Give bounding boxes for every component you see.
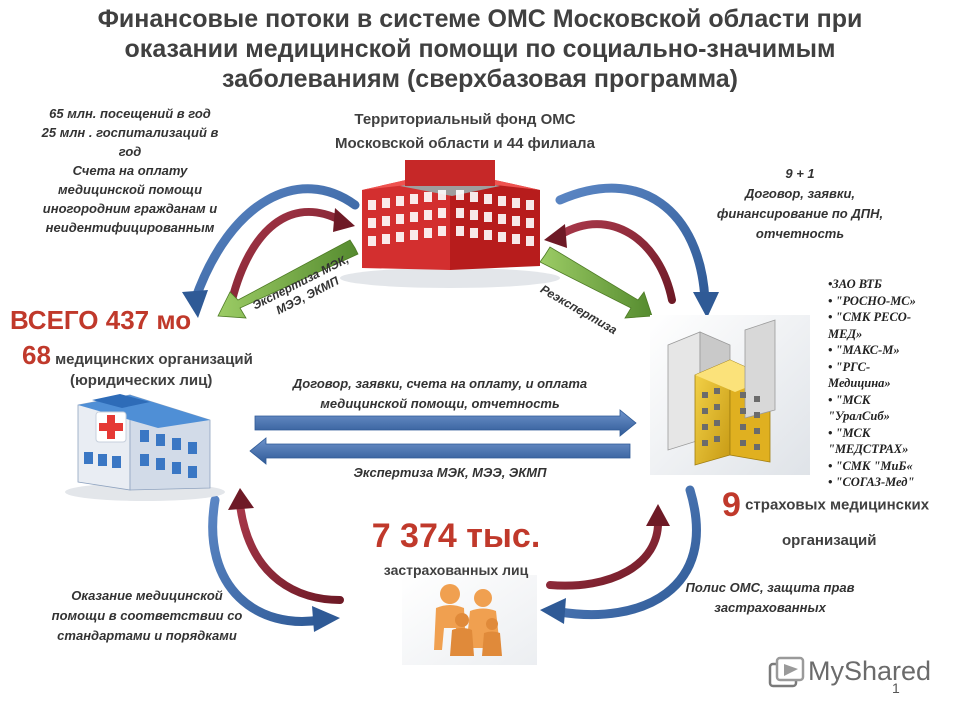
insurer-item: МЕД» xyxy=(828,326,863,341)
insurer-item: Медицина» xyxy=(828,376,891,390)
insurer-buildings-icon xyxy=(650,315,810,475)
insurance-orgs-count: 9 xyxy=(722,486,741,524)
tl-note-line-1: 65 млн. посещений в год xyxy=(49,106,211,121)
insurer-item: • "СОГАЗ-Мед" xyxy=(828,475,915,489)
arrowhead-fund-red xyxy=(333,208,355,232)
mo-count-label: медицинских организаций xyxy=(50,351,253,368)
tr-note-line-2: Договор, заявки, xyxy=(744,186,856,201)
insurer-item: • "РОСНО-МС» xyxy=(828,293,916,308)
br-note-line-1: Полис ОМС, защита прав xyxy=(685,580,855,595)
watermark: MyShared xyxy=(808,656,932,686)
bottom-right-note: Полис ОМС, защита прав застрахованных xyxy=(660,578,880,618)
tl-note-line-3: год xyxy=(118,144,142,159)
mo-count: 68 медицинских организаций xyxy=(22,340,297,375)
insurance-orgs: 9 страховых медицинских xyxy=(722,486,958,525)
insurer-item: • "СМК "МиБ« xyxy=(828,458,913,473)
tl-note-line-7: неидентифицированным xyxy=(45,220,215,235)
tl-note-line-5: медицинской помощи xyxy=(57,182,203,197)
title-line-3: заболеваниям (сверхбазовая программа) xyxy=(222,65,738,93)
title-line-1: Финансовые потоки в системе ОМС Московск… xyxy=(97,5,863,33)
arrow-fund-to-mo-blue xyxy=(190,184,360,305)
arrowhead-insurers-red xyxy=(646,504,670,526)
hospital-icon xyxy=(65,394,225,501)
insured-count: 7 374 тыс. xyxy=(371,517,541,555)
arrow-reexpertise-green xyxy=(539,246,653,319)
insurance-orgs-label-1: страховых медицинских xyxy=(740,496,930,514)
top-right-note: 9 + 1 Договор, заявки, финансирование по… xyxy=(690,164,910,244)
mo-legal: (юридических лиц) xyxy=(70,372,213,389)
arrowhead-fund-red-2 xyxy=(544,224,567,248)
arrow-fund-to-insurers-blue xyxy=(555,183,710,305)
arrow-people-to-insurers-red xyxy=(546,516,663,590)
family-icon xyxy=(402,575,537,665)
arrow-people-to-mo-red xyxy=(236,501,344,604)
tr-note-line-3: финансирование по ДПН, xyxy=(716,206,884,221)
flow-top-label: Договор, заявки, счета на оплату, и опла… xyxy=(260,374,620,414)
arrow-mo-to-insurers xyxy=(254,409,637,437)
tl-note-line-6: иногородним гражданам и xyxy=(42,201,218,216)
fund-building-icon xyxy=(340,160,560,288)
page-title: Финансовые потоки в системе ОМС Московск… xyxy=(40,4,920,94)
insurer-item: • "РГС- xyxy=(828,359,871,374)
arrow-insurers-to-fund-red xyxy=(556,220,676,304)
mo-total: ВСЕГО 437 мо xyxy=(10,305,192,335)
tl-note-line-2: 25 млн . госпитализаций в xyxy=(41,125,219,140)
bl-note-line-3: стандартами и порядками xyxy=(57,628,237,643)
mo-count-number: 68 xyxy=(22,340,51,370)
fund-label-line-1: Территориальный фонд ОМС xyxy=(354,111,576,128)
page-number: 1 xyxy=(892,680,900,696)
arrow-mo-to-people-blue xyxy=(208,495,325,626)
arrowhead-people-blue xyxy=(312,606,340,632)
arrow-mo-to-fund-red xyxy=(228,207,344,304)
bottom-left-note: Оказание медицинской помощи в соответств… xyxy=(22,586,272,646)
insurer-item: • "МСК xyxy=(828,392,871,407)
arrow-insurers-to-mo xyxy=(249,437,631,465)
arrow-expertise-green xyxy=(217,239,359,319)
top-left-note: 65 млн. посещений в год 25 млн . госпита… xyxy=(20,104,240,237)
arrowhead-insurers-blue xyxy=(693,292,719,318)
tl-note-line-4: Счета на оплату xyxy=(72,163,188,178)
arrowhead-mo-red xyxy=(228,488,254,510)
insurer-item: "УралСиб» xyxy=(828,409,890,423)
bl-note-line-2: помощи в соответствии со xyxy=(51,608,243,623)
flow-top-line-1: Договор, заявки, счета на оплату, и опла… xyxy=(292,376,588,391)
insurer-item: "МЕДСТРАХ» xyxy=(828,442,909,456)
arrowhead-people-blue-2 xyxy=(540,598,566,624)
fund-label: Территориальный фонд ОМС Московской обла… xyxy=(300,108,630,156)
arrowhead-mo-blue xyxy=(182,290,208,318)
insured-label: застрахованных лиц xyxy=(383,562,529,578)
fund-label-line-2: Московской области и 44 филиала xyxy=(335,135,595,152)
insurer-item: • "МСК xyxy=(828,425,871,440)
tr-note-line-1: 9 + 1 xyxy=(785,166,815,181)
insurer-item: • "МАКС-М» xyxy=(828,343,900,357)
insurer-item: • "СМК РЕСО- xyxy=(828,310,911,324)
bl-note-line-1: Оказание медицинской xyxy=(71,588,223,603)
tr-note-line-4: отчетность xyxy=(755,226,845,241)
arrow-insurers-to-people-blue xyxy=(555,485,701,620)
insurers-list: •ЗАО ВТБ • "РОСНО-МС» • "СМК РЕСО- МЕД» … xyxy=(828,276,958,491)
title-line-2: оказании медицинской помощи по социально… xyxy=(124,35,836,63)
flow-bottom-label: Экспертиза МЭК, МЭЭ, ЭКМП xyxy=(353,465,547,480)
myshared-logo-icon xyxy=(768,656,805,688)
insurer-item: •ЗАО ВТБ xyxy=(828,277,882,291)
flow-top-line-2: медицинской помощи, отчетность xyxy=(320,396,560,411)
insurance-orgs-label-2: организаций xyxy=(782,532,877,549)
br-note-line-2: застрахованных xyxy=(714,600,826,615)
